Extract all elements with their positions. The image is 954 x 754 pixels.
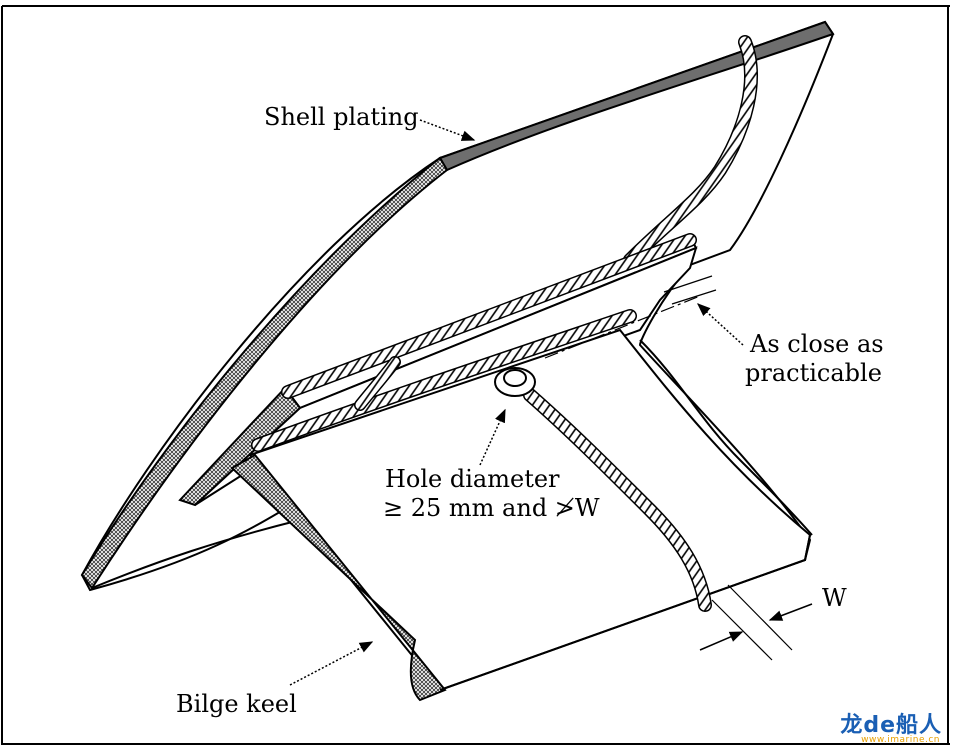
label-hole-line2: ≥ 25 mm and ≯W xyxy=(383,494,600,522)
weld-seams xyxy=(251,35,758,612)
watermark: 龙de船人 www.imarine.cn xyxy=(838,705,948,745)
label-shell-plating: Shell plating xyxy=(264,103,419,131)
label-bilge-keel: Bilge keel xyxy=(176,690,297,718)
watermark-logo: 龙de船人 xyxy=(840,713,942,738)
leaders xyxy=(289,119,813,686)
label-as-close-line1: As close as xyxy=(749,330,884,358)
drain-hole xyxy=(494,367,536,397)
label-w: W xyxy=(822,584,847,612)
watermark-url: www.imarine.cn xyxy=(861,735,940,745)
label-hole-line1: Hole diameter xyxy=(385,465,560,493)
centerline xyxy=(544,295,701,359)
page-border xyxy=(1,5,950,745)
bilge-keel-plate xyxy=(230,328,813,702)
label-as-close-line2: practicable xyxy=(745,359,882,387)
